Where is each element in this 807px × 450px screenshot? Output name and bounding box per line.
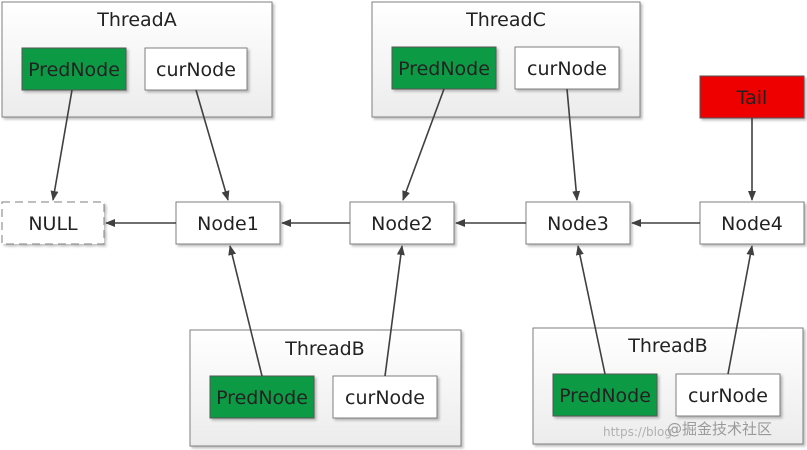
arrow-b2-pred-to-node3 xyxy=(575,245,606,375)
thread-b-left-prednode-label: PredNode xyxy=(216,387,308,409)
thread-a-prednode-box xyxy=(21,47,127,91)
thread-b-left-title: ThreadB xyxy=(284,338,364,360)
arrow-b2-cur-to-node4 xyxy=(727,245,755,375)
thread-b-left-curnode-label: curNode xyxy=(345,387,425,409)
node3-label: Node3 xyxy=(547,213,609,235)
thread-b-right-title: ThreadB xyxy=(627,335,707,357)
node2-label: Node2 xyxy=(371,213,433,235)
node4-box: Node4 xyxy=(699,201,805,245)
arrow-a-cur-to-node1 xyxy=(195,89,230,201)
arrow-b1-pred-to-node1 xyxy=(228,245,263,377)
null-node: NULL xyxy=(1,201,105,245)
node3-box: Node3 xyxy=(525,201,631,245)
watermark-site: @掘金技术社区 xyxy=(667,420,772,438)
arrow-a-pred-to-null xyxy=(50,89,73,201)
thread-a-curnode-label: curNode xyxy=(156,59,236,81)
thread-a-panel: ThreadA PredNode curNode xyxy=(1,1,273,118)
thread-c-curnode-label: curNode xyxy=(527,58,607,80)
thread-a-prednode-label: PredNode xyxy=(28,59,120,81)
node2-box: Node2 xyxy=(349,201,455,245)
null-node-label: NULL xyxy=(28,213,78,235)
thread-b-left-prednode-box xyxy=(209,375,315,419)
thread-b-right-curnode-box xyxy=(675,373,781,417)
arrow-c-pred-to-node2 xyxy=(402,88,445,201)
watermark: https://blog @掘金技术社区 xyxy=(603,420,772,439)
thread-c-prednode-label: PredNode xyxy=(398,58,490,80)
thread-b-right-prednode-label: PredNode xyxy=(559,385,651,407)
arrow-c-cur-to-node3 xyxy=(566,88,581,201)
tail-label: Tail xyxy=(736,87,768,109)
thread-c-curnode-box xyxy=(514,46,620,90)
thread-c-panel: ThreadC PredNode curNode xyxy=(371,1,641,118)
node4-label: Node4 xyxy=(721,213,783,235)
thread-b-left-panel: ThreadB PredNode curNode xyxy=(189,329,462,447)
thread-a-curnode-box xyxy=(144,47,248,91)
arrow-b1-cur-to-node2 xyxy=(384,245,405,377)
watermark-url: https://blog xyxy=(603,425,672,439)
pointer-arrows xyxy=(50,88,756,377)
thread-b-right-curnode-label: curNode xyxy=(688,385,768,407)
thread-c-title: ThreadC xyxy=(465,9,546,31)
thread-a-title: ThreadA xyxy=(96,9,176,31)
node1-box: Node1 xyxy=(175,201,281,245)
tail-box: Tail xyxy=(699,75,805,119)
node1-label: Node1 xyxy=(197,213,259,235)
